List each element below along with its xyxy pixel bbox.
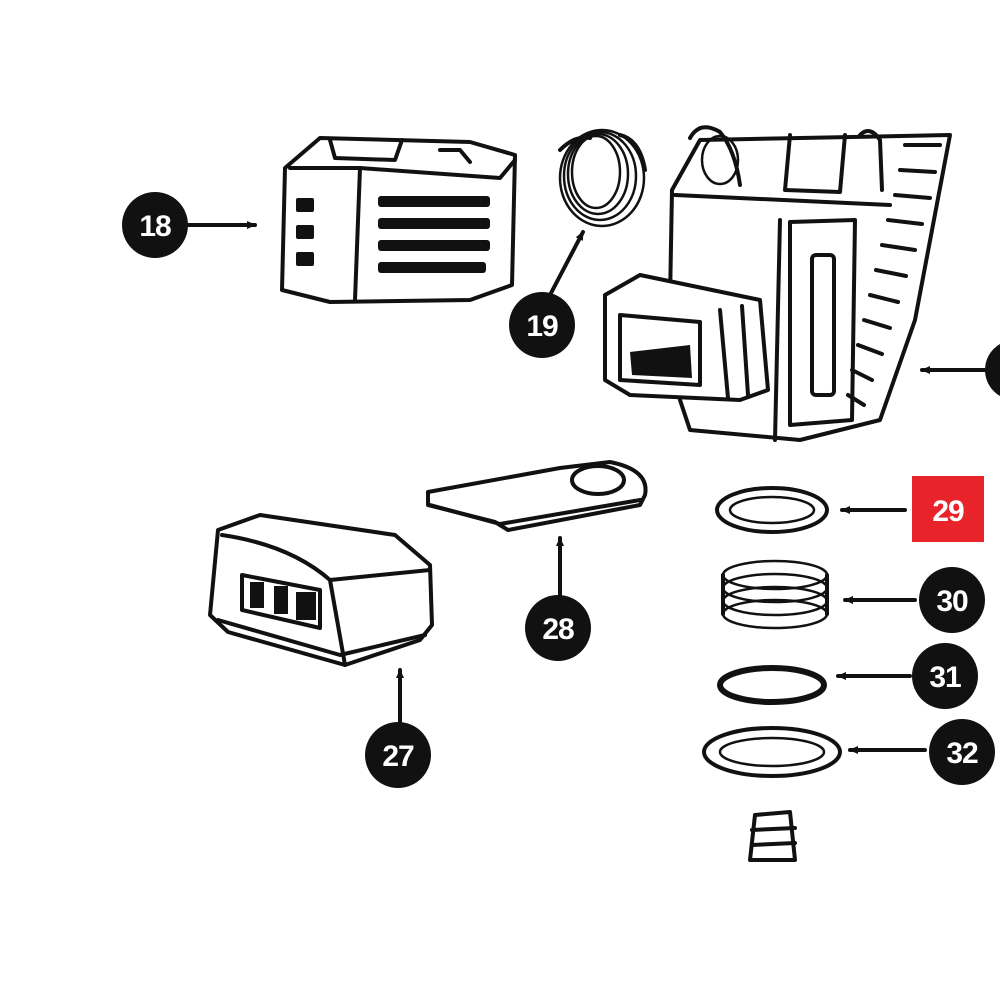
svg-text:29: 29	[932, 495, 964, 528]
main-housing	[603, 125, 952, 442]
svg-text:30: 30	[936, 585, 968, 618]
svg-text:31: 31	[929, 661, 961, 694]
callout-19: 19	[509, 292, 575, 358]
callout-18: 18	[122, 192, 188, 258]
callout-27: 27	[365, 722, 431, 788]
callout-28: 28	[525, 595, 591, 661]
bottom-fitting	[748, 810, 797, 862]
callout-29-highlighted: 29	[912, 476, 984, 542]
callout-31: 31	[912, 643, 978, 709]
part-30-threaded-spring	[721, 559, 829, 630]
callout-32: 32	[929, 719, 995, 785]
svg-text:27: 27	[382, 740, 414, 773]
part-27-filter-cover	[208, 513, 434, 667]
part-18-vent-cover	[280, 136, 517, 304]
part-31-o-ring	[717, 665, 827, 705]
leader-arrows	[186, 221, 987, 754]
part-32-washer	[702, 726, 842, 778]
callout-30: 30	[919, 567, 985, 633]
part-29-o-ring	[715, 486, 829, 534]
part-28-gasket-plate	[426, 460, 648, 532]
svg-text:19: 19	[526, 310, 558, 343]
part-19-spring	[558, 128, 647, 228]
svg-text:32: 32	[946, 737, 978, 770]
svg-text:28: 28	[542, 613, 574, 646]
arrow-19	[548, 230, 585, 297]
svg-text:18: 18	[139, 210, 171, 243]
callout-housing-partial	[985, 344, 1000, 396]
